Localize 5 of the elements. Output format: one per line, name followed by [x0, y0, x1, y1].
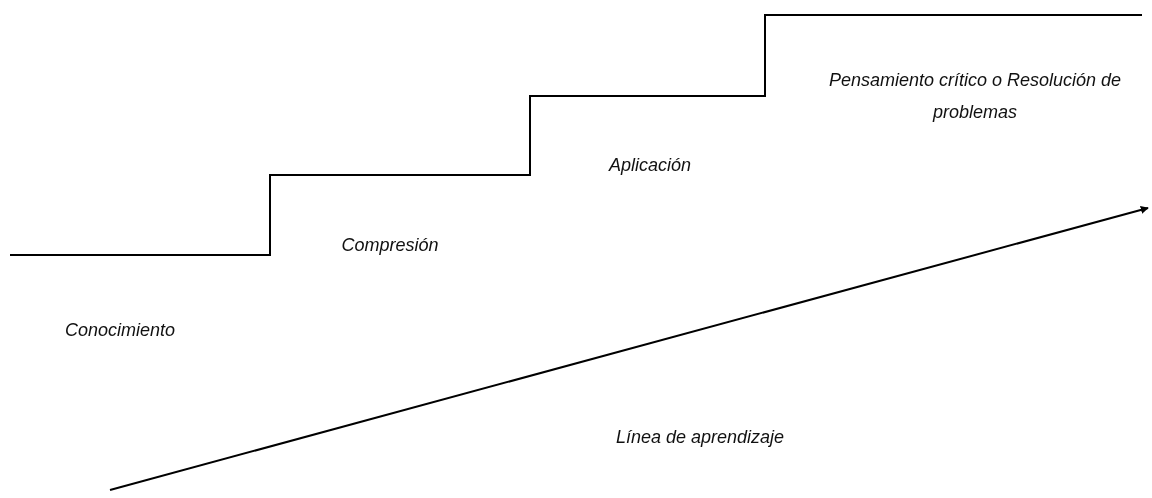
step-label: Aplicación	[607, 154, 692, 177]
step-label: Conocimiento	[63, 319, 177, 342]
step-label: Pensamiento crítico o Resolución de problemas	[827, 69, 1123, 124]
axis-label: Línea de aprendizaje	[614, 426, 786, 449]
step-label: Compresión	[340, 234, 440, 257]
